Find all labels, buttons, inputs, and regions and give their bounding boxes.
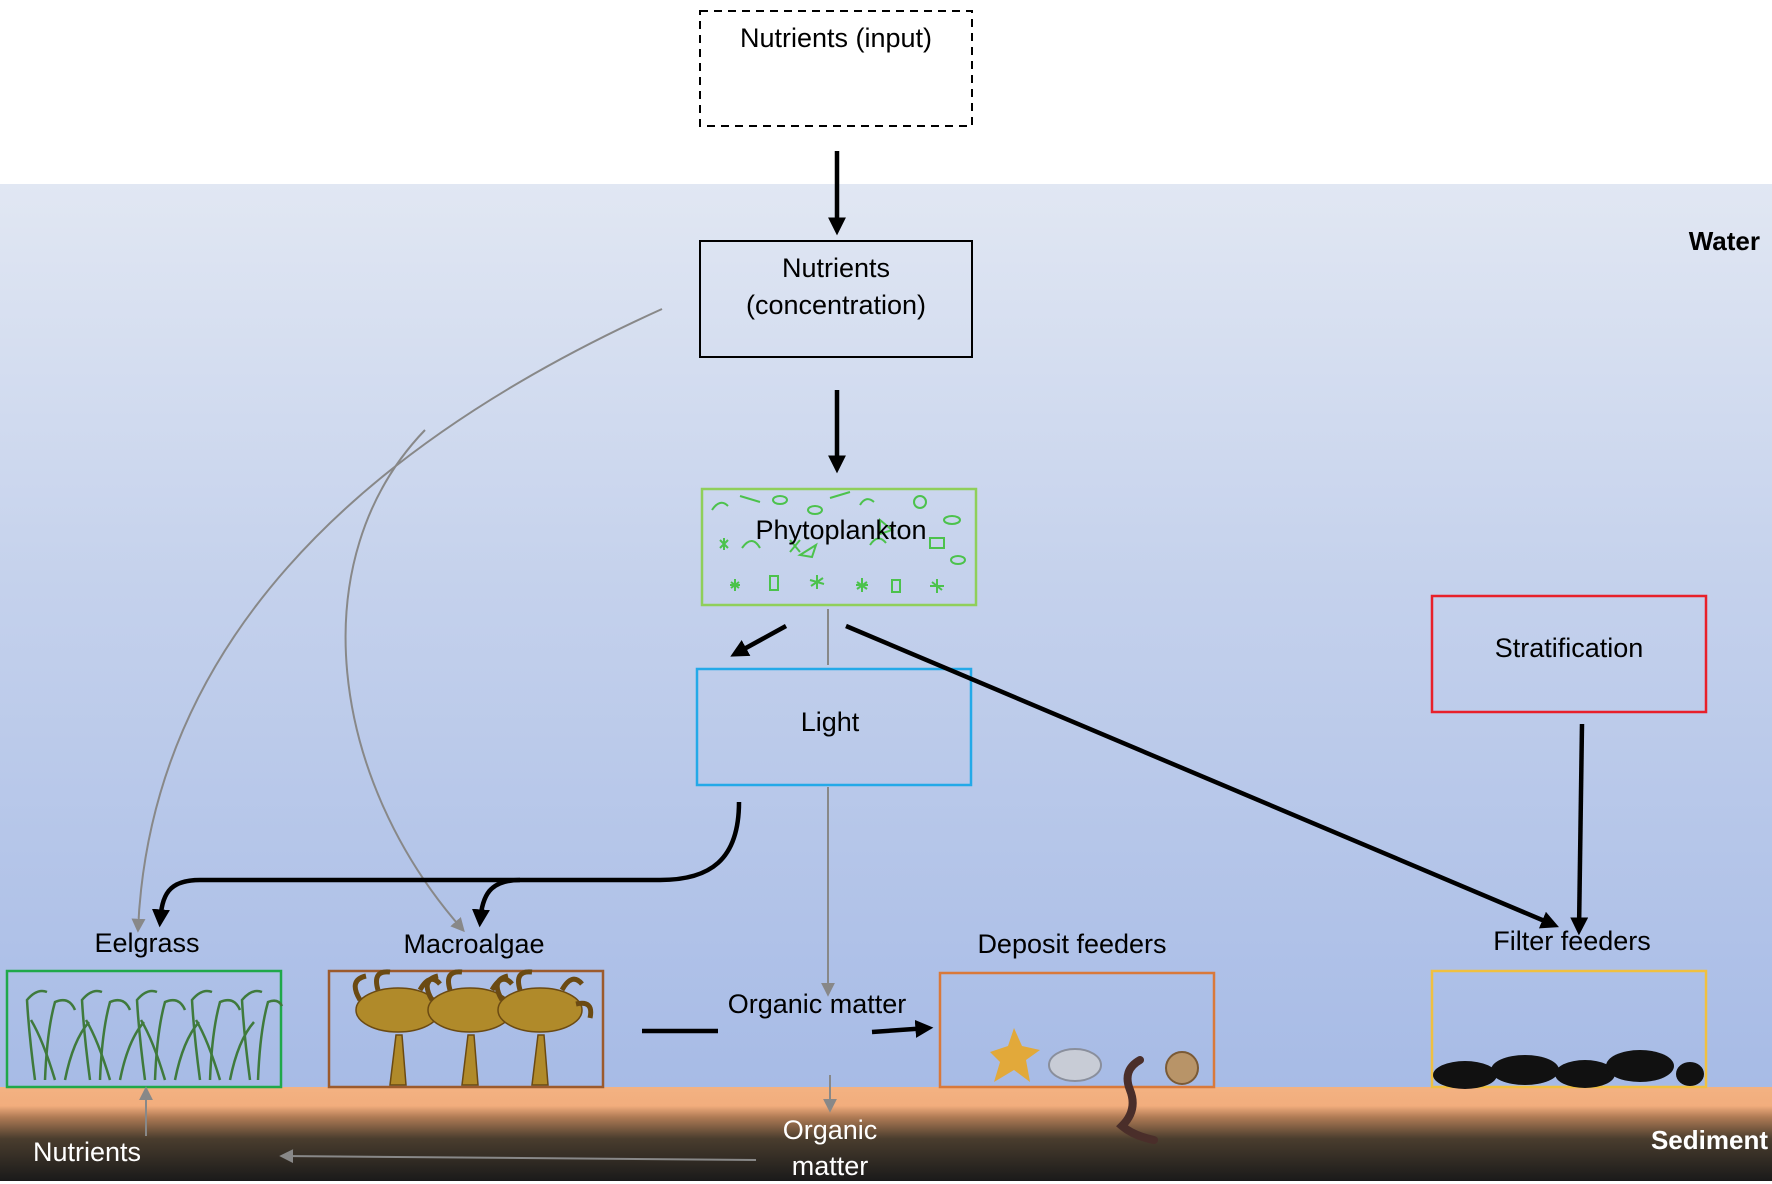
sediment-zone	[0, 1087, 1772, 1181]
light-label: Light	[800, 707, 860, 737]
arrow-phytoplankton-to-light	[730, 624, 788, 657]
stratification-box	[1430, 594, 1708, 714]
arrow-light-to-macroalgae	[471, 877, 521, 928]
phytoplankton-label: Phytoplankton	[755, 515, 927, 545]
nutrients-input-label: Nutrients (input)	[739, 23, 933, 53]
stratification-label: Stratification	[1494, 633, 1644, 663]
phytoplankton-illustration	[711, 491, 966, 593]
sediment-nutrients-label: Nutrients	[32, 1137, 142, 1167]
phytoplankton-box	[700, 487, 978, 607]
filter-feeders-illustration	[1433, 1050, 1704, 1089]
nutrients-concentration-label-line2: (concentration)	[745, 290, 927, 320]
starfish-icon	[990, 1028, 1040, 1082]
arrow-phytoplankton-to-filter-feeders	[845, 623, 1559, 929]
arrow-organic-to-deposit-feeders	[871, 1019, 934, 1038]
macroalgae-label: Macroalgae	[403, 929, 545, 959]
water-zone-label: Water	[1688, 226, 1760, 256]
sediment-organic-matter-label-line1: Organic	[782, 1115, 878, 1145]
nutrients-concentration-label-line1: Nutrients	[781, 253, 891, 283]
deposit-feeders-box	[938, 971, 1216, 1089]
eelgrass-illustration	[25, 989, 284, 1081]
organic-matter-label: Organic matter	[727, 989, 907, 1019]
arrow-stratification-to-filter-feeders	[1570, 723, 1589, 936]
worm-icon	[1116, 1056, 1158, 1144]
arrow-sediment-organic-to-nutrients	[279, 1149, 757, 1164]
nutrients-concentration-box	[699, 240, 973, 358]
arrow-nutrients-to-macroalgae	[344, 429, 465, 933]
light-box	[695, 667, 973, 787]
clam-icon	[1165, 1051, 1199, 1085]
arrow-light-to-eelgrass	[151, 801, 742, 928]
eelgrass-label: Eelgrass	[94, 928, 200, 958]
nutrients-input-box	[699, 10, 973, 127]
sediment-organic-matter-label-line2: matter	[791, 1151, 869, 1181]
filter-feeders-box	[1430, 969, 1708, 1089]
deposit-feeders-illustration	[990, 1028, 1199, 1144]
filter-feeders-label: Filter feeders	[1493, 926, 1651, 956]
arrow-nutrients-to-eelgrass	[131, 308, 663, 933]
water-zone	[0, 184, 1772, 1087]
sediment-zone-label: Sediment	[1650, 1125, 1768, 1155]
snail-shell-icon	[1048, 1048, 1102, 1082]
deposit-feeders-label: Deposit feeders	[977, 929, 1167, 959]
macroalgae-box	[327, 969, 605, 1089]
macroalgae-illustration	[352, 969, 594, 1086]
